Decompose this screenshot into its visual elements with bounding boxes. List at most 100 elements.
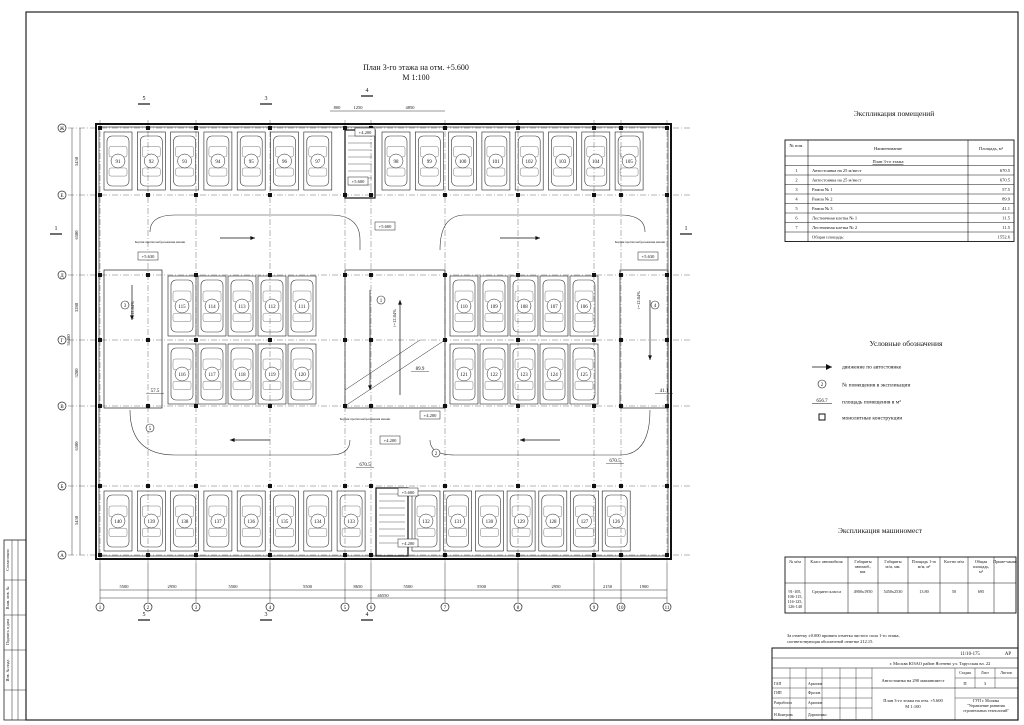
dim-label: 1250 xyxy=(354,105,364,110)
car-icon xyxy=(206,494,230,548)
car-icon xyxy=(290,279,314,333)
elevation-label: +4.200 xyxy=(384,438,397,443)
stall-outline xyxy=(137,131,166,191)
car-icon xyxy=(517,135,541,187)
car-icon xyxy=(384,135,408,187)
car-rear-window xyxy=(142,167,161,177)
grid-axis-label: 6 xyxy=(370,606,373,611)
stall-number-bubble xyxy=(621,153,637,169)
column xyxy=(665,273,669,277)
car-icon xyxy=(452,279,476,333)
dim-label: 6500 xyxy=(74,230,79,240)
column xyxy=(619,126,623,130)
parking-stall: 129 xyxy=(506,490,536,552)
elevation-label: +5.630 xyxy=(642,254,655,259)
stall-number: 92 xyxy=(149,160,155,165)
stall-number-bubble xyxy=(516,366,532,382)
column xyxy=(194,553,198,557)
stall-outline xyxy=(203,490,233,552)
rooms-table-title: Экспликация помещений xyxy=(854,109,935,118)
grid-axis-bubble xyxy=(57,270,67,280)
stall-outline xyxy=(509,343,539,405)
elevation-label: +5.600 xyxy=(379,224,392,229)
car-rear-window xyxy=(607,528,626,537)
rooms-table-subheader: План 3-го этажа xyxy=(873,159,904,164)
parking-stall: 108 xyxy=(509,275,539,337)
parking-stall: 104 xyxy=(581,131,611,191)
stall-number: 102 xyxy=(525,160,533,165)
stall-outline xyxy=(448,131,477,191)
car-icon xyxy=(173,135,196,187)
room-area: 41.1 xyxy=(660,389,669,394)
car-rear-window xyxy=(486,167,506,177)
central-ramp xyxy=(344,269,446,409)
traffic-arrow-icon xyxy=(130,315,134,320)
legend-circle-icon xyxy=(817,379,827,389)
title-block xyxy=(771,647,1019,721)
stall-outline xyxy=(197,343,227,405)
stall-number-bubble xyxy=(110,513,126,529)
dim-label: 2150 xyxy=(603,584,613,589)
stall-number: 138 xyxy=(181,520,189,525)
column xyxy=(516,193,520,197)
stall-outline xyxy=(103,490,133,552)
grid-axis-bubble xyxy=(662,602,672,612)
section-mark-label: 1 xyxy=(685,226,688,232)
car-rear-window xyxy=(108,528,128,537)
room-area: 89.9 xyxy=(416,367,425,372)
parking-stall: 114 xyxy=(197,275,227,337)
column xyxy=(516,338,520,342)
stamp-sheet-header: Лист xyxy=(981,671,989,675)
stall-outline xyxy=(569,343,599,405)
stall-outline xyxy=(381,131,411,191)
note-label: Бортик против выбрасывания машин xyxy=(135,240,186,244)
traffic-arrow-icon xyxy=(250,236,255,240)
column xyxy=(146,273,150,277)
dim-label: 2950 xyxy=(552,584,562,589)
parking-stall: 134 xyxy=(303,490,333,552)
stall-outline xyxy=(257,275,287,337)
stall-number: 91 xyxy=(116,160,122,165)
grid-axis-label: В xyxy=(60,405,64,410)
car-icon xyxy=(484,135,508,187)
cars-table-cell: 5450x2530 xyxy=(884,589,903,594)
parking-stall: 137 xyxy=(203,490,233,552)
cars-table-cell: 4900x1950 xyxy=(854,589,873,594)
stall-number: 136 xyxy=(247,520,255,525)
note-label: Бортик против выбрасывания машин xyxy=(340,417,391,421)
room-number-bubble xyxy=(145,423,155,433)
parking-stall: 128 xyxy=(538,490,568,552)
ramp-enclosure-right xyxy=(619,269,669,409)
column xyxy=(665,553,669,557)
column xyxy=(665,193,669,197)
grid-axis-bubble xyxy=(440,602,450,612)
parking-stall: 130 xyxy=(475,490,504,552)
car-rear-window xyxy=(454,313,474,322)
stamp-role: Разработал xyxy=(774,701,792,705)
stall-outline xyxy=(509,275,539,337)
parking-stall: 139 xyxy=(137,490,166,552)
stall-outline xyxy=(538,490,568,552)
column xyxy=(665,126,669,130)
stall-number: 140 xyxy=(114,520,122,525)
note-label: Бортик против выбрасывания машин xyxy=(615,240,666,244)
parking-stall: 121 xyxy=(449,343,479,405)
stamp-code: 11/10-175 xyxy=(960,652,980,657)
stall-outline xyxy=(227,275,257,337)
stall-outline xyxy=(443,490,473,552)
stall-outline xyxy=(287,275,317,337)
stamp-object: Автостоянка на 290 машиномест xyxy=(882,678,945,683)
car-rear-window xyxy=(308,528,327,537)
stall-outline xyxy=(270,131,299,191)
elevation-mark xyxy=(397,487,419,497)
grid-axis-label: А xyxy=(60,554,64,559)
car-icon xyxy=(290,347,314,401)
stall-number-bubble xyxy=(422,153,437,169)
stall-number-bubble xyxy=(486,366,502,382)
grid-axis-label: 3 xyxy=(195,606,198,611)
stall-outline xyxy=(570,490,599,552)
traffic-arrow-icon xyxy=(520,438,525,442)
grid-axis-label: Г xyxy=(61,339,64,344)
